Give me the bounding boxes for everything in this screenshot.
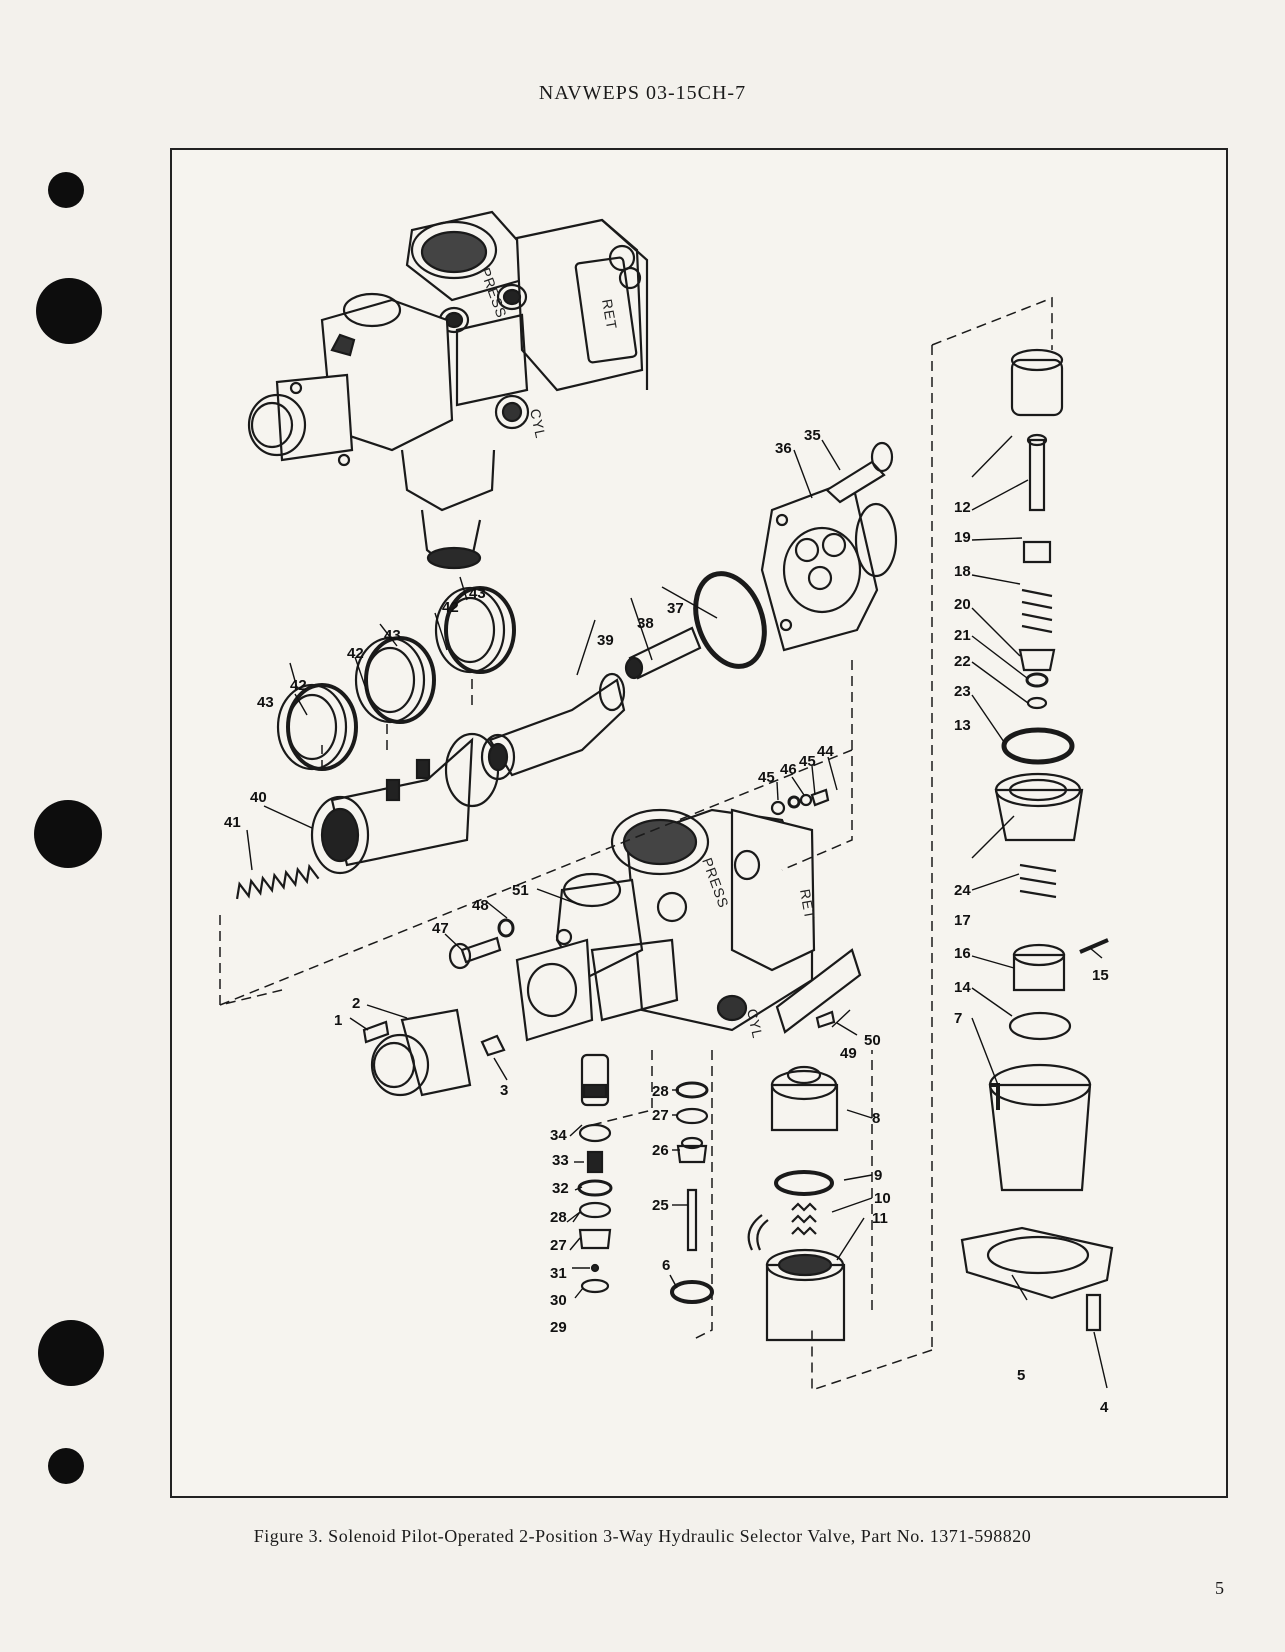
washer-45b [799,793,813,807]
callout-5: 5 [1017,1367,1025,1384]
callout-17: 17 [954,912,971,929]
right-parts-column [960,348,1114,1332]
callout-43c: 43 [257,694,274,711]
nameplate-50 [775,948,862,1034]
binder-hole [36,278,102,344]
callout-37: 37 [667,600,684,617]
pilot-stack-left [577,1053,613,1294]
binder-hole [34,800,102,868]
pin-3 [480,1034,506,1057]
callout-50: 50 [864,1032,881,1049]
page-header: NAVWEPS 03-15CH-7 [538,82,747,104]
callout-39: 39 [597,632,614,649]
callout-18: 18 [954,563,971,580]
cyl-stamp: CYL [527,407,549,440]
pilot-stack-middle [670,1081,714,1304]
callout-30: 30 [550,1292,567,1309]
callout-32: 32 [552,1180,569,1197]
callout-42c: 42 [290,677,307,694]
binder-hole [38,1320,104,1386]
callout-34: 34 [550,1127,567,1144]
callout-7: 7 [954,1010,962,1027]
callout-36: 36 [775,440,792,457]
callout-13: 13 [954,717,971,734]
callout-28b: 28 [652,1083,669,1100]
page-number: 5 [1215,1578,1224,1598]
callout-2: 2 [352,995,360,1012]
callout-8: 8 [872,1110,880,1127]
end-cap-36 [760,478,898,652]
callout-4: 4 [1100,1399,1109,1416]
callout-1: 1 [334,1012,342,1029]
valve-body-exploded [515,808,816,1042]
ret-stamp: RET [599,298,620,331]
callout-33: 33 [552,1152,569,1169]
exploded-view-drawing: PRESS RET CYL [219,210,1114,1416]
callout-43a: 43 [469,585,486,602]
ret-stamp-lower: RET [797,888,818,921]
callout-28a: 28 [550,1209,567,1226]
callout-48: 48 [472,897,489,914]
callout-3: 3 [500,1082,508,1099]
callout-42b: 42 [347,645,364,662]
callout-47: 47 [432,920,449,937]
callout-24: 24 [954,882,971,899]
solenoid-coil-assembly [747,1065,846,1342]
callout-23: 23 [954,683,971,700]
callout-27a: 27 [550,1237,567,1254]
figure-caption: Figure 3. Solenoid Pilot-Operated 2-Posi… [253,1526,1032,1546]
callout-38: 38 [637,615,654,632]
valve-body-assembled [247,210,649,570]
callout-29: 29 [550,1319,567,1336]
callout-leaders [246,435,1108,1389]
callout-21: 21 [954,627,971,644]
washer-45 [770,800,786,816]
callout-14: 14 [954,979,971,996]
spool-cage [310,732,500,875]
screw-47 [460,936,502,964]
callout-27b: 27 [652,1107,669,1124]
spring-41 [235,863,320,900]
callout-6: 6 [662,1257,670,1274]
callout-31: 31 [550,1265,567,1282]
callout-15: 15 [1092,967,1109,984]
callout-42a: 42 [442,599,459,616]
callout-40: 40 [250,789,267,806]
seal-46 [787,795,801,809]
cyl-stamp-lower: CYL [744,1007,766,1040]
callout-12: 12 [954,499,971,516]
callout-35: 35 [804,427,821,444]
callout-45b: 45 [758,769,775,786]
callout-20: 20 [954,596,971,613]
electrical-connector-2 [370,1008,472,1097]
callout-16: 16 [954,945,971,962]
o-ring-48 [497,918,515,938]
callout-41: 41 [224,814,241,831]
callout-45a: 45 [799,753,816,770]
screw-35 [825,460,886,504]
sleeve-39 [480,672,626,781]
screw-1 [362,1020,390,1044]
binder-hole [48,172,84,208]
callout-numbers: 35 36 37 38 39 43 42 43 42 42 43 40 41 4… [224,427,1109,1416]
screw-44 [810,788,830,807]
sleeve-seal-group [276,586,516,771]
screw-49 [815,1010,836,1029]
exploded-view-figure: PRESS RET CYL [170,148,1228,1498]
callout-11: 11 [872,1210,888,1227]
callout-9: 9 [874,1167,882,1184]
callout-19: 19 [954,529,971,546]
callout-25: 25 [652,1197,669,1214]
o-ring-37 [693,571,767,669]
callout-43b: 43 [384,627,401,644]
assembly-guide-lines [219,296,1053,1392]
callout-44: 44 [817,743,834,760]
callout-10: 10 [874,1190,891,1207]
callout-51: 51 [512,882,529,899]
callout-49: 49 [840,1045,857,1062]
callout-26: 26 [652,1142,669,1159]
binder-hole [48,1448,84,1484]
callout-22: 22 [954,653,971,670]
callout-46: 46 [780,761,797,778]
